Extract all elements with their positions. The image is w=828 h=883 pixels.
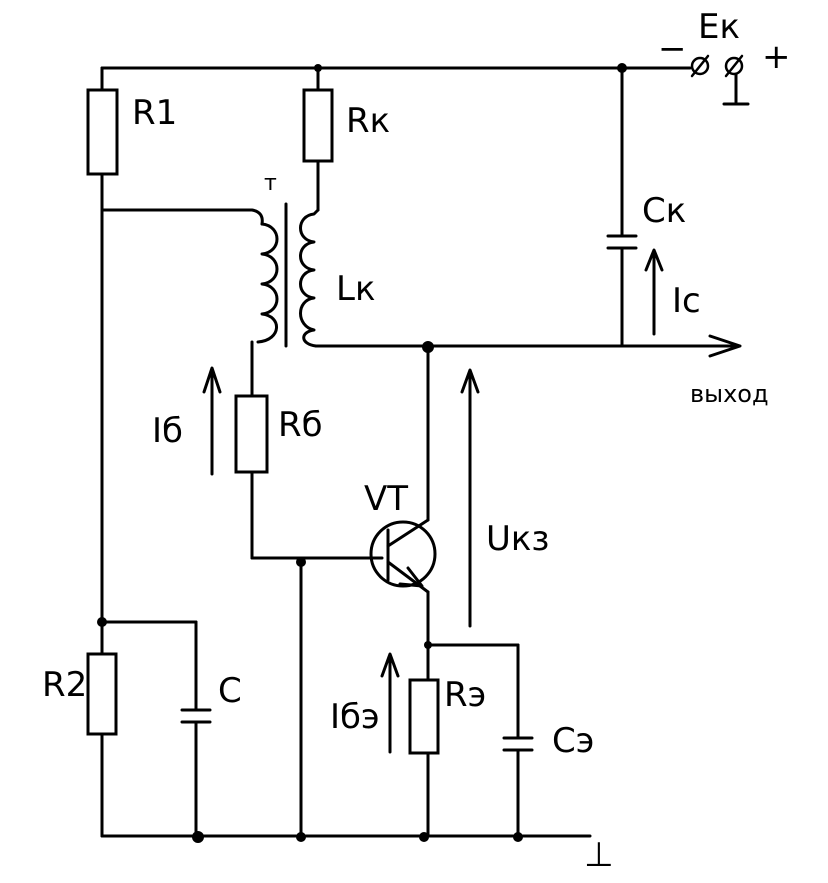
rb-label: Rб [278,405,323,445]
resistor-rz [408,643,440,838]
ibz-current-arrow [380,652,400,754]
capacitor-ck [606,63,638,348]
collector-inductor-lk [299,208,320,348]
transistor-vt [369,345,437,647]
transformer-primary-coil [250,222,279,398]
divider-to-primary-wire [100,208,264,226]
ibz-label: Iбэ [330,697,380,737]
ic-current-arrow [644,248,664,336]
emitter-node [424,641,520,649]
resistor-rb [234,394,384,560]
transformer-label: т [264,171,277,196]
rz-label: Rэ [444,675,486,715]
ib-label: Iб [152,411,183,451]
collector-output-wire [314,334,742,358]
r2-label: R2 [42,665,87,705]
supply-plus-label: + [762,37,791,77]
resistor-r2 [86,617,118,838]
base-bias-node [296,557,306,838]
r1-label: R1 [132,93,177,133]
rk-label: Rк [346,101,390,141]
capacitor-cz [502,643,534,838]
ukz-voltage-arrow [460,368,480,628]
ck-label: Cк [642,191,686,231]
supply-minus-label: − [658,29,687,69]
ground-rail [100,831,592,843]
lk-label: Lк [336,269,375,309]
c-label: C [218,671,242,711]
ic-label: Iс [672,281,701,321]
vt-label: VT [364,479,408,519]
resistor-rk [302,64,334,212]
cz-label: Cэ [552,721,594,761]
supply-voltage-label: Eк [698,7,740,47]
supply-terminals [690,54,750,106]
capacitor-c [100,620,212,838]
ground-symbol: ⊥ [584,835,614,875]
ukz-label: Uкз [486,519,550,559]
output-label: выход [690,380,769,408]
resistor-r1 [86,66,119,624]
ib-current-arrow [202,366,222,476]
